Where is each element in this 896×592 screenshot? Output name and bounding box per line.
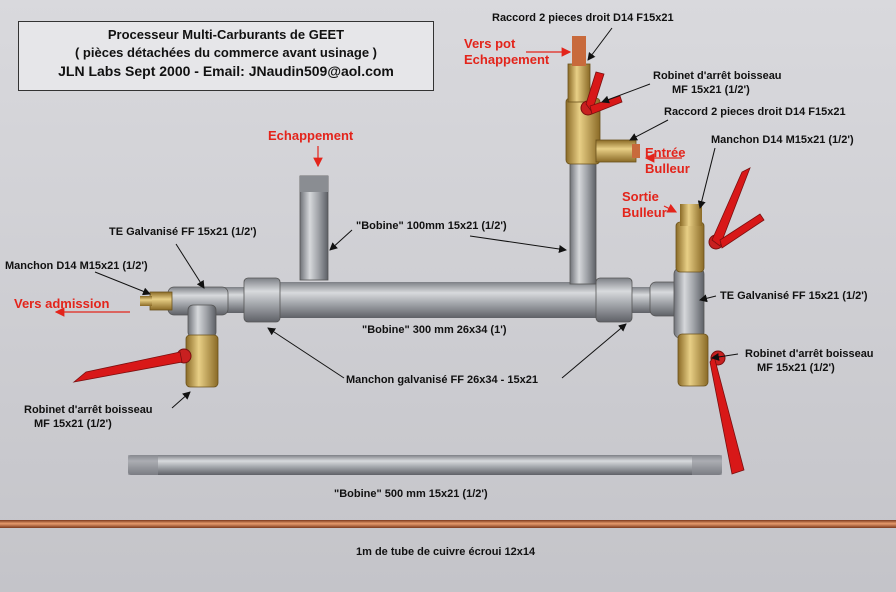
copper-tube xyxy=(0,520,896,528)
label-echappement: Echappement xyxy=(268,128,354,143)
title-line-2: ( pièces détachées du commerce avant usi… xyxy=(74,45,377,60)
annotation-arrows xyxy=(94,27,739,409)
label-manchon-galva: Manchon galvanisé FF 26x34 - 15x21 xyxy=(346,374,538,386)
title-line-3: JLN Labs Sept 2000 - Email: JNaudin509@a… xyxy=(58,63,394,79)
left-te-fitting xyxy=(140,286,229,338)
label-manchon-left: Manchon D14 M15x21 (1/2') xyxy=(5,260,148,272)
label-raccord-top: Raccord 2 pieces droit D14 F15x21 xyxy=(492,12,674,24)
label-sortie-2: Bulleur xyxy=(622,205,667,220)
label-robinet-left-1: Robinet d'arrêt boisseau xyxy=(24,404,153,416)
bobine-300-pipe xyxy=(222,277,654,323)
echappement-nipple xyxy=(299,175,329,281)
label-raccord-mid: Raccord 2 pieces droit D14 F15x21 xyxy=(664,106,846,118)
label-vers-pot-2: Echappement xyxy=(464,52,550,67)
label-entree-1: Entrée xyxy=(645,145,686,160)
label-vers-pot-1: Vers pot xyxy=(464,36,516,51)
label-manchon-right: Manchon D14 M15x21 (1/2') xyxy=(711,134,854,146)
title-box: Processeur Multi-Carburants de GEET ( pi… xyxy=(18,21,434,91)
bobine-500-pipe xyxy=(128,455,722,475)
label-vers-admission: Vers admission xyxy=(14,296,110,311)
label-robinet-left-2: MF 15x21 (1/2') xyxy=(34,418,112,430)
top-riser xyxy=(565,36,640,285)
right-lower-valve xyxy=(677,333,745,475)
label-robinet-right-1: Robinet d'arrêt boisseau xyxy=(745,348,874,360)
label-entree-2: Bulleur xyxy=(645,161,690,176)
label-sortie-1: Sortie xyxy=(622,189,659,204)
label-te-right: TE Galvanisé FF 15x21 (1/2') xyxy=(720,290,868,302)
right-te-fitting xyxy=(649,267,705,339)
label-bobine-100: "Bobine" 100mm 15x21 (1/2') xyxy=(356,220,507,232)
left-valve xyxy=(72,334,219,388)
label-te-left: TE Galvanisé FF 15x21 (1/2') xyxy=(109,226,257,238)
label-bobine-300: "Bobine" 300 mm 26x34 (1') xyxy=(362,324,507,336)
title-line-1: Processeur Multi-Carburants de GEET xyxy=(107,27,345,42)
label-tube-cuivre: 1m de tube de cuivre écroui 12x14 xyxy=(356,546,536,558)
label-robinet-top-2: MF 15x21 (1/2') xyxy=(672,84,750,96)
red-arrows xyxy=(54,47,682,317)
label-robinet-right-2: MF 15x21 (1/2') xyxy=(757,362,835,374)
right-upper-valve xyxy=(675,167,765,273)
label-robinet-top-1: Robinet d'arrêt boisseau xyxy=(653,70,782,82)
label-bobine-500: "Bobine" 500 mm 15x21 (1/2') xyxy=(334,488,488,500)
